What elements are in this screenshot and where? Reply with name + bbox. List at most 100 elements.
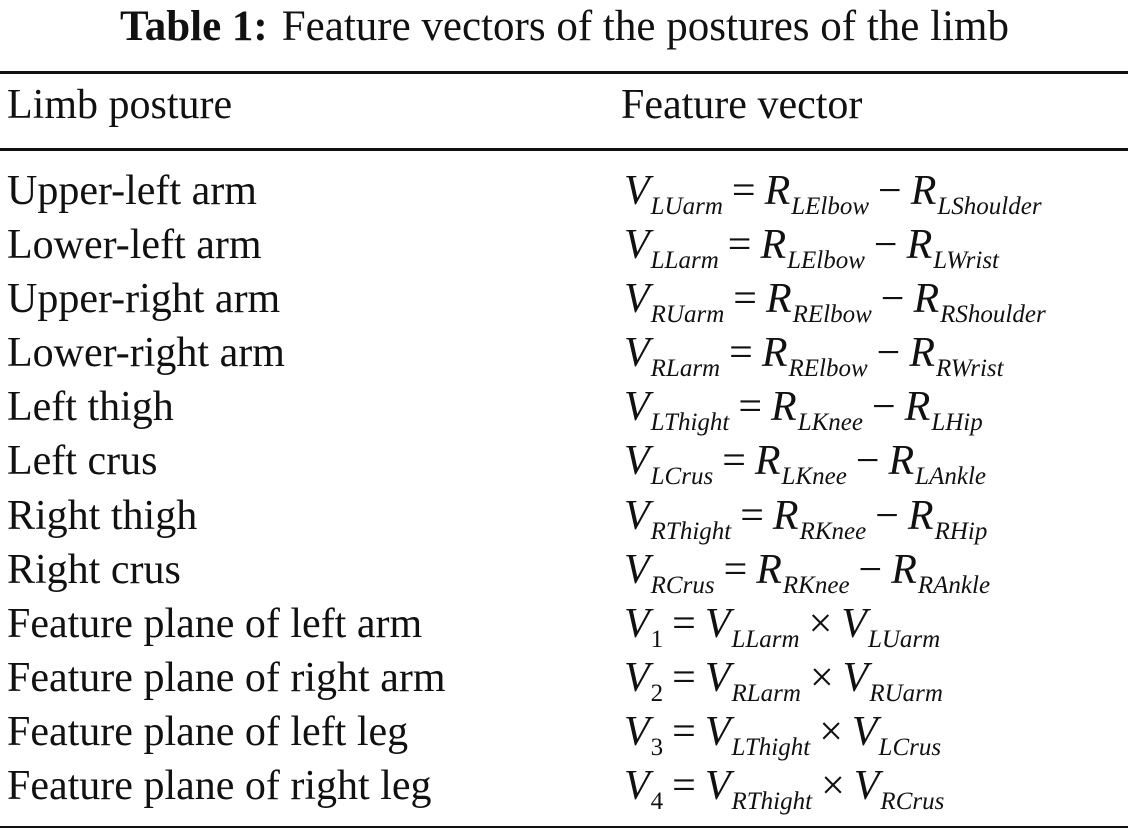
formula-first-operand-symbol: R bbox=[761, 330, 788, 377]
formula-equals-operator: = bbox=[672, 708, 696, 755]
formula-lhs-symbol: V bbox=[624, 654, 650, 701]
formula-lhs-subscript: RCrus bbox=[650, 571, 715, 599]
formula-second-operand-subscript: RShoulder bbox=[940, 301, 1046, 329]
formula-lhs-symbol: V bbox=[624, 600, 650, 647]
formula-lhs-symbol: V bbox=[624, 384, 650, 431]
formula-binary-operator: − bbox=[873, 222, 898, 269]
feature-vector-formula: VLUarm=RLElbow−RLShoulder bbox=[624, 166, 1042, 222]
formula-second-operand-symbol: V bbox=[853, 763, 880, 810]
formula-first-operand-subscript: RLarm bbox=[731, 679, 801, 707]
formula-second-operand-subscript: RUarm bbox=[869, 679, 943, 707]
formula-first-operand-symbol: V bbox=[704, 600, 731, 647]
feature-vector-formula: VRCrus=RRKnee−RRAnkle bbox=[624, 545, 990, 601]
formula-first-operand-symbol: V bbox=[704, 763, 731, 810]
formula-second-operand-symbol: R bbox=[909, 330, 935, 377]
caption-label: Table 1: bbox=[120, 3, 268, 50]
formula-first-operand-symbol: V bbox=[704, 708, 731, 755]
formula-binary-operator: − bbox=[875, 492, 899, 539]
bottom-rule bbox=[0, 826, 1128, 828]
feature-vector-formula: V4=VRThight×VRCrus bbox=[624, 761, 944, 817]
formula-lhs-symbol: V bbox=[624, 763, 650, 810]
formula-equals-operator: = bbox=[672, 763, 696, 810]
formula-first-operand-symbol: R bbox=[765, 276, 792, 323]
formula-lhs-subscript: 1 bbox=[650, 625, 664, 653]
header-rule bbox=[0, 148, 1128, 151]
formula-equals-operator: = bbox=[738, 384, 763, 431]
formula-binary-operator: × bbox=[808, 600, 833, 647]
formula-binary-operator: × bbox=[809, 654, 834, 701]
formula-lhs-subscript: LThight bbox=[650, 409, 730, 437]
formula-equals-operator: = bbox=[722, 438, 746, 485]
formula-second-operand-subscript: LWrist bbox=[933, 247, 1000, 275]
header-feature-vector: Feature vector bbox=[621, 82, 863, 128]
top-rule bbox=[0, 71, 1128, 74]
feature-vector-formula: VLThight=RLKnee−RLHip bbox=[624, 382, 983, 438]
formula-second-operand-subscript: RWrist bbox=[935, 355, 1004, 383]
formula-first-operand-subscript: LLarm bbox=[731, 625, 800, 653]
formula-binary-operator: × bbox=[819, 708, 843, 755]
formula-first-operand-symbol: R bbox=[756, 546, 782, 593]
limb-posture-cell: Upper-left arm bbox=[7, 168, 257, 214]
limb-posture-cell: Left thigh bbox=[7, 384, 174, 431]
formula-second-operand-subscript: RHip bbox=[934, 517, 988, 545]
formula-second-operand-symbol: V bbox=[842, 654, 869, 701]
formula-lhs-symbol: V bbox=[624, 276, 650, 323]
formula-equals-operator: = bbox=[723, 546, 748, 593]
formula-equals-operator: = bbox=[731, 168, 756, 214]
formula-binary-operator: − bbox=[871, 384, 896, 431]
formula-lhs-subscript: LLarm bbox=[650, 247, 719, 275]
limb-posture-cell: Feature plane of right leg bbox=[7, 763, 432, 810]
formula-equals-operator: = bbox=[727, 222, 752, 269]
formula-first-operand-subscript: LKnee bbox=[797, 409, 863, 437]
formula-first-operand-subscript: RKnee bbox=[782, 571, 850, 599]
formula-second-operand-subscript: LCrus bbox=[878, 733, 942, 761]
formula-first-operand-subscript: LElbow bbox=[787, 247, 865, 275]
feature-vector-formula: VRUarm=RRElbow−RRShoulder bbox=[624, 274, 1046, 330]
formula-first-operand-subscript: LElbow bbox=[791, 193, 870, 220]
feature-vector-formula: VRThight=RRKnee−RRHip bbox=[624, 491, 987, 547]
header-limb-posture: Limb posture bbox=[7, 82, 233, 128]
formula-first-operand-subscript: RElbow bbox=[792, 301, 872, 329]
formula-second-operand-subscript: LAnkle bbox=[915, 463, 986, 491]
formula-second-operand-subscript: RAnkle bbox=[917, 571, 991, 599]
feature-vector-formula: VLLarm=RLElbow−RLWrist bbox=[624, 220, 999, 276]
limb-posture-cell: Right thigh bbox=[7, 492, 198, 539]
caption-text: Feature vectors of the postures of the l… bbox=[281, 3, 1009, 50]
table-caption: Table 1: Feature vectors of the postures … bbox=[0, 2, 1129, 52]
formula-first-operand-symbol: R bbox=[760, 222, 787, 269]
formula-second-operand-symbol: R bbox=[907, 492, 934, 539]
formula-first-operand-subscript: RElbow bbox=[788, 355, 868, 383]
formula-lhs-subscript: 4 bbox=[650, 788, 664, 816]
formula-lhs-subscript: 3 bbox=[650, 733, 664, 761]
feature-vector-formula: VLCrus=RLKnee−RLAnkle bbox=[624, 436, 986, 492]
formula-first-operand-symbol: R bbox=[754, 438, 781, 485]
formula-lhs-symbol: V bbox=[624, 168, 650, 214]
formula-second-operand-subscript: RCrus bbox=[880, 788, 945, 816]
limb-posture-cell: Feature plane of right arm bbox=[7, 654, 446, 701]
formula-second-operand-symbol: R bbox=[913, 276, 940, 323]
formula-binary-operator: − bbox=[855, 438, 880, 485]
formula-binary-operator: − bbox=[876, 330, 901, 377]
formula-second-operand-subscript: LHip bbox=[931, 409, 983, 437]
formula-second-operand-subscript: LShoulder bbox=[937, 193, 1042, 220]
formula-lhs-subscript: LCrus bbox=[650, 463, 714, 491]
formula-lhs-symbol: V bbox=[624, 708, 650, 755]
formula-equals-operator: = bbox=[733, 276, 757, 323]
formula-first-operand-symbol: R bbox=[772, 492, 799, 539]
formula-equals-operator: = bbox=[672, 600, 696, 647]
formula-first-operand-symbol: R bbox=[764, 168, 791, 214]
limb-posture-cell: Upper-right arm bbox=[7, 276, 281, 323]
formula-first-operand-subscript: LKnee bbox=[781, 463, 847, 491]
formula-equals-operator: = bbox=[672, 654, 696, 701]
feature-vector-formula: V1=VLLarm×VLUarm bbox=[624, 599, 940, 655]
formula-second-operand-symbol: R bbox=[888, 438, 915, 485]
